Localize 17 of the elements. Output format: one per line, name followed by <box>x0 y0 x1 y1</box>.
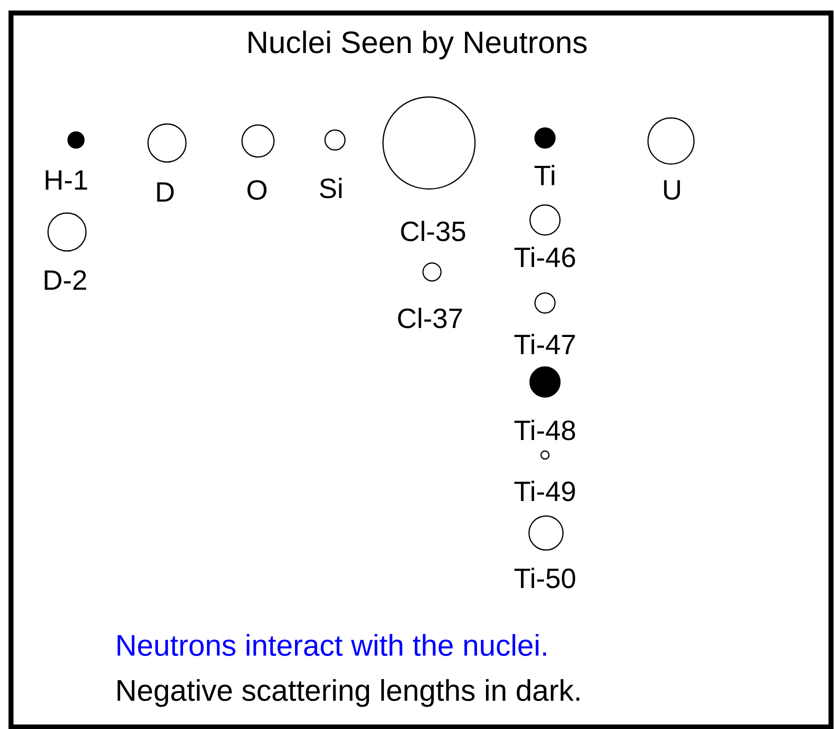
nucleus-label: U <box>664 180 680 200</box>
nucleus-label: Ti-47 <box>514 334 575 354</box>
nucleus-label: Si <box>320 178 342 198</box>
nucleus-label: Ti-46 <box>514 246 576 268</box>
note-text: Neutrons interact with the nuclei. <box>118 634 546 656</box>
nucleus-label: Ti-50 <box>514 568 576 588</box>
nucleus-label: Ti-48 <box>514 420 576 440</box>
nucleus-label: Cl-37 <box>398 308 462 328</box>
nucleus-label: Cl-35 <box>401 220 466 242</box>
nucleus-label: Ti-49 <box>514 480 575 502</box>
nucleus-label: O <box>247 180 267 200</box>
nucleus-label: D <box>157 182 174 202</box>
title: Nuclei Seen by Neutrons <box>248 30 587 60</box>
nucleus-label: Ti <box>534 164 554 186</box>
nucleus-label: D-2 <box>44 270 86 290</box>
nucleus-label: H-1 <box>46 170 88 190</box>
note-text: Negative scattering lengths in dark. <box>118 679 580 707</box>
